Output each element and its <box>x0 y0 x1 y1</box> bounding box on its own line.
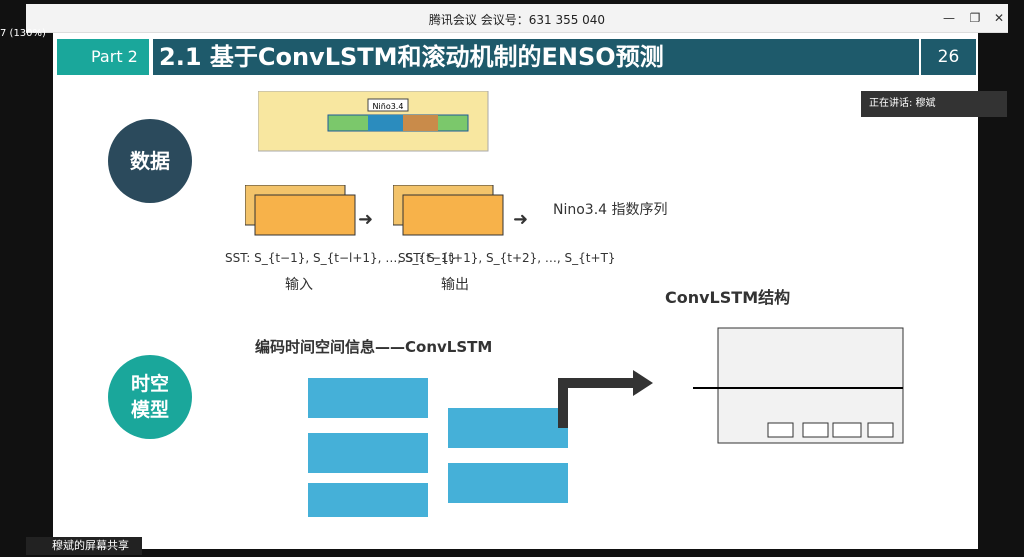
section-data-badge: 数据 <box>108 119 192 203</box>
big-arrow <box>558 370 653 428</box>
nino-map: Niño3.4 <box>258 91 489 152</box>
sst-input-label: SST: S_{t−1}, S_{t−l+1}, …, S_{t−1} <box>225 251 457 265</box>
part-label: Part 2 <box>57 39 149 75</box>
input-caption: 输入 <box>285 277 313 293</box>
minimize-icon[interactable]: — <box>943 11 955 25</box>
speaker-indicator: 正在讲话: 穆斌 <box>861 91 1007 117</box>
screen-share-label[interactable]: 穆斌的屏幕共享 <box>26 537 142 555</box>
meeting-title-bar: 腾讯会议 会议号：631 355 040 — ❐ ✕ <box>26 4 1008 33</box>
zoom-label: 7 (130%) <box>0 28 46 39</box>
nino-index-label: Nino3.4 指数序列 <box>553 202 668 218</box>
close-icon[interactable]: ✕ <box>993 11 1005 25</box>
section-model-badge: 时空模型 <box>108 355 192 439</box>
output-stack <box>393 185 504 236</box>
slide-title: 2.1 基于ConvLSTM和滚动机制的ENSO预测 <box>153 39 919 75</box>
shared-slide: Part 2 2.1 基于ConvLSTM和滚动机制的ENSO预测 26 数据 … <box>53 33 978 549</box>
convlstm-structure-title: ConvLSTM结构 <box>665 288 791 307</box>
restore-icon[interactable]: ❐ <box>969 11 981 25</box>
arrow-icon: ➜ <box>358 209 374 230</box>
spatiotemporal-maps <box>308 378 568 517</box>
convlstm-cell-diagram <box>693 327 904 444</box>
sst-output-label: SST: S_{t+1}, S_{t+2}, …, S_{t+T} <box>398 251 616 265</box>
output-caption: 输出 <box>441 277 469 293</box>
input-stack <box>245 185 356 236</box>
arrow-icon: ➜ <box>513 209 529 230</box>
page-number: 26 <box>921 39 976 75</box>
nino34-label: Niño3.4 <box>373 102 404 111</box>
encode-title: 编码时间空间信息——ConvLSTM <box>255 338 493 356</box>
meeting-title: 腾讯会议 会议号：631 355 040 <box>428 13 606 27</box>
